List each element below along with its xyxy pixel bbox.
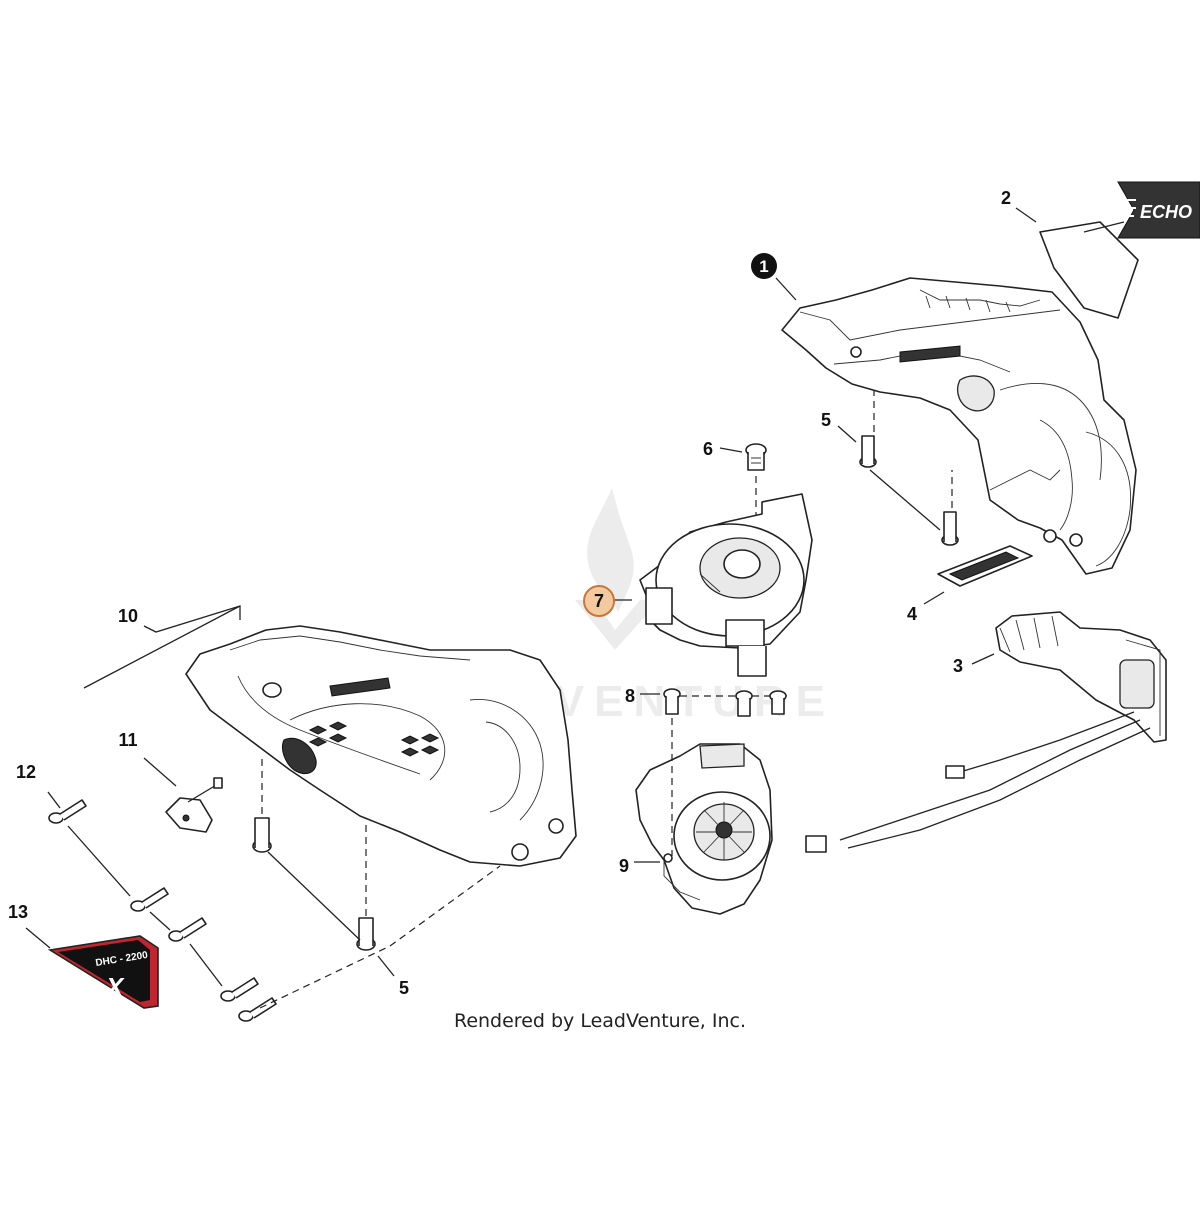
callout-2[interactable]: 2: [1001, 188, 1011, 208]
part-8-screws[interactable]: [663, 688, 787, 717]
echo-decal-text: ECHO: [1140, 202, 1192, 222]
part-4-decal-plate[interactable]: [937, 545, 1033, 587]
callout-13[interactable]: 13: [8, 902, 28, 922]
callout-8[interactable]: 8: [625, 686, 635, 706]
part-2-logo-decal[interactable]: ECHO: [1039, 181, 1200, 319]
part-10-lower-housing[interactable]: [185, 625, 577, 867]
callout-10[interactable]: 10: [118, 606, 138, 626]
credit-text: Rendered by LeadVenture, Inc.: [453, 1010, 747, 1032]
callout-1[interactable]: 1: [751, 253, 777, 279]
callout-7-label: 7: [594, 591, 604, 611]
part-11-lever[interactable]: [165, 777, 223, 833]
callout-3[interactable]: 3: [953, 656, 963, 676]
part-7-fan-cover[interactable]: [639, 493, 813, 677]
part-9-motor[interactable]: [635, 743, 773, 915]
callout-5-upper[interactable]: 5: [821, 410, 831, 430]
callout-4[interactable]: 4: [907, 604, 917, 624]
part-6-screw[interactable]: [745, 443, 767, 471]
callout-7[interactable]: 7: [583, 585, 615, 617]
leader-lines: [25, 207, 1125, 1009]
callout-5-lower[interactable]: 5: [399, 978, 409, 998]
part-5-screws-upper[interactable]: [859, 435, 959, 546]
part-3-switch-harness[interactable]: [805, 611, 1167, 853]
callout-12[interactable]: 12: [16, 762, 36, 782]
part-5-screws-lower[interactable]: [252, 817, 376, 951]
model-decal-x: X: [104, 972, 125, 1002]
part-12-screws[interactable]: [48, 799, 277, 1022]
callout-9[interactable]: 9: [619, 856, 629, 876]
callout-1-label: 1: [759, 257, 768, 276]
callout-11[interactable]: 11: [118, 730, 137, 750]
part-13-model-decal[interactable]: DHC - 2200 X: [47, 935, 159, 1009]
callout-6[interactable]: 6: [703, 439, 713, 459]
part-1-upper-housing[interactable]: [781, 277, 1137, 575]
